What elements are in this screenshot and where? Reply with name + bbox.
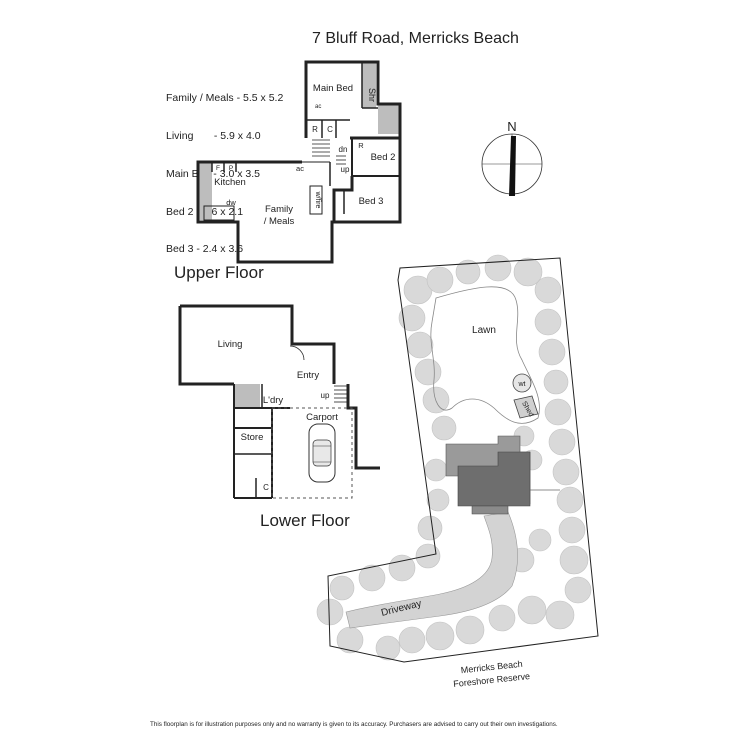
- room-family: Family: [265, 204, 293, 215]
- pantry-p: P: [229, 165, 233, 172]
- driveway: [345, 511, 518, 629]
- room-bed-2: Bed 2: [371, 152, 396, 163]
- lower-floor-labels: Living Entry up L'dry Carport Store C: [218, 339, 339, 492]
- stairs-up: up: [341, 165, 350, 174]
- dishwasher-dw: dw: [226, 198, 236, 207]
- lower-floor-plan: [178, 304, 380, 499]
- stairs-dn: dn: [339, 145, 348, 154]
- robe-r-main: R: [312, 125, 318, 134]
- site-plan: wt Shed Lawn Driveway Merricks Beach For…: [316, 254, 599, 689]
- cupboard-c-lower: C: [263, 483, 269, 492]
- lawn-outline: [430, 286, 540, 424]
- upper-floor-labels: Main Bed Shr ac R C dn R Bed 2 up Bed 3 …: [214, 83, 395, 227]
- upper-floor-plan: [196, 60, 402, 264]
- room-bed-3: Bed 3: [359, 196, 384, 207]
- lawn-label: Lawn: [472, 325, 496, 336]
- family-ac: ac: [296, 164, 304, 173]
- dimension-living: Living - 5.9 x 4.0: [166, 129, 261, 142]
- upper-floor-heading: Upper Floor: [174, 263, 264, 282]
- room-living: Living: [218, 339, 243, 350]
- room-laundry: L'dry: [263, 395, 284, 406]
- north-arrow-icon: [509, 136, 516, 196]
- lot-boundary: [327, 257, 599, 663]
- room-shr: Shr: [367, 88, 377, 102]
- water-tank: [512, 373, 532, 393]
- room-main-bed: Main Bed: [313, 83, 353, 94]
- dimension-family-meals: Family / Meals - 5.5 x 5.2: [166, 92, 284, 105]
- room-carport: Carport: [306, 412, 338, 423]
- lower-stairs-up: up: [321, 391, 330, 400]
- disclaimer: This floorplan is for illustration purpo…: [150, 721, 558, 728]
- wt-label: wt: [518, 381, 526, 388]
- compass: N: [481, 119, 543, 196]
- vegetation: [316, 254, 592, 661]
- wood-fire: w/fire: [314, 191, 321, 209]
- plan-title: 7 Bluff Road, Merricks Beach: [312, 30, 519, 47]
- car-icon: [308, 423, 336, 483]
- house-roof: [445, 435, 560, 515]
- cupboard-c-main: C: [327, 125, 333, 134]
- room-meals: / Meals: [264, 216, 295, 227]
- main-bed-ac: ac: [315, 104, 321, 110]
- fridge-f: F: [216, 165, 220, 172]
- room-kitchen: Kitchen: [214, 177, 246, 188]
- lower-floor-heading: Lower Floor: [260, 511, 350, 530]
- shed: [513, 395, 539, 419]
- robe-r-bed2: R: [358, 141, 364, 150]
- north-label: N: [507, 119, 516, 134]
- room-store: Store: [241, 432, 264, 443]
- room-entry: Entry: [297, 370, 319, 381]
